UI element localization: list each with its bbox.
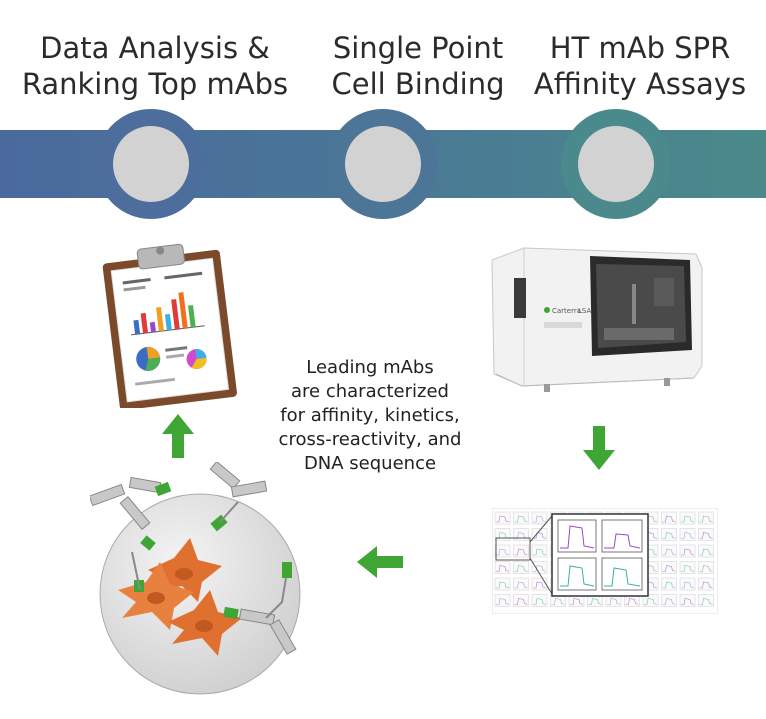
- sensorgram-trace: [662, 565, 676, 572]
- step-heading-line: Ranking Top mAbs: [21, 67, 289, 101]
- timeline-node-3: [561, 109, 671, 219]
- sensorgram-trace: [607, 598, 621, 605]
- step-heading-data-analysis: Data Analysis & Ranking Top mAbs: [10, 30, 300, 102]
- sensorgram-trace: [514, 565, 528, 572]
- arrow-down-icon: [583, 426, 615, 470]
- caption-line: Leading mAbs: [306, 357, 434, 378]
- timeline-node-1: [96, 109, 206, 219]
- sensorgram-trace: [699, 598, 713, 605]
- sensorgram-trace: [699, 532, 713, 539]
- sensorgram-trace: [681, 515, 695, 523]
- sensorgram-trace: [570, 598, 584, 605]
- step-heading-line: HT mAb SPR: [549, 31, 731, 65]
- arrow-left-icon: [357, 546, 403, 578]
- instrument-brand-label: Carterra: [552, 307, 581, 315]
- sensorgram-trace: [681, 598, 695, 605]
- timeline-node-2: [328, 109, 438, 219]
- timeline-node-center: [113, 126, 189, 202]
- sensorgram-trace: [514, 548, 528, 556]
- sensorgram-grid-icon: [492, 508, 718, 614]
- sensorgram-trace: [496, 548, 510, 556]
- sensorgram-trace: [625, 598, 639, 605]
- sensorgram-trace: [699, 581, 713, 589]
- step-heading-cell-binding: Single Point Cell Binding: [318, 30, 518, 102]
- sensorgram-trace: [496, 581, 510, 589]
- sensorgram-trace: [496, 515, 510, 523]
- sensorgram-trace: [496, 565, 510, 572]
- sensorgram-trace: [588, 598, 602, 605]
- caption-line: are characterized: [291, 381, 449, 402]
- sensorgram-trace: [681, 532, 695, 539]
- spr-instrument-icon: Carterra LSA: [491, 247, 703, 392]
- clipboard-report-icon: [102, 243, 237, 408]
- sensorgram-trace: [533, 565, 547, 572]
- sensorgram-trace: [514, 598, 528, 605]
- arrow-up-icon: [162, 414, 194, 458]
- sensorgram-trace: [533, 598, 547, 605]
- sensorgram-trace: [662, 532, 676, 539]
- instrument-model-label: LSA: [578, 307, 591, 315]
- timeline-node-center: [578, 126, 654, 202]
- sensorgram-trace: [533, 548, 547, 556]
- caption-line: cross-reactivity, and: [278, 429, 462, 450]
- caption-line: DNA sequence: [303, 453, 437, 474]
- timeline-node-center: [345, 126, 421, 202]
- process-caption: Leading mAbs are characterized for affin…: [255, 356, 485, 476]
- sensorgram-trace: [533, 515, 547, 523]
- sensorgram-trace: [681, 581, 695, 589]
- step-heading-line: Cell Binding: [331, 67, 505, 101]
- sensorgram-trace: [514, 581, 528, 589]
- sensorgram-trace: [496, 598, 510, 605]
- sensorgram-trace: [662, 515, 676, 523]
- step-heading-line: Data Analysis &: [40, 31, 270, 65]
- sensorgram-trace: [681, 548, 695, 556]
- sensorgram-trace: [662, 581, 676, 589]
- sensorgram-trace: [699, 515, 713, 523]
- cell-binding-icon: [90, 462, 301, 695]
- sensorgram-trace: [681, 565, 695, 572]
- step-heading-line: Single Point: [332, 31, 504, 65]
- sensorgram-trace: [644, 598, 658, 605]
- sensorgram-trace: [662, 598, 676, 605]
- sensorgram-trace: [699, 565, 713, 572]
- sensorgram-trace: [662, 548, 676, 556]
- sensorgram-trace: [551, 598, 565, 605]
- sensorgram-trace: [514, 515, 528, 523]
- step-heading-spr-assays: HT mAb SPR Affinity Assays: [520, 30, 760, 102]
- sensorgram-trace: [533, 581, 547, 589]
- sensorgram-trace: [533, 532, 547, 539]
- sensorgram-trace: [699, 548, 713, 556]
- step-heading-line: Affinity Assays: [533, 67, 747, 101]
- caption-line: for affinity, kinetics,: [280, 405, 460, 426]
